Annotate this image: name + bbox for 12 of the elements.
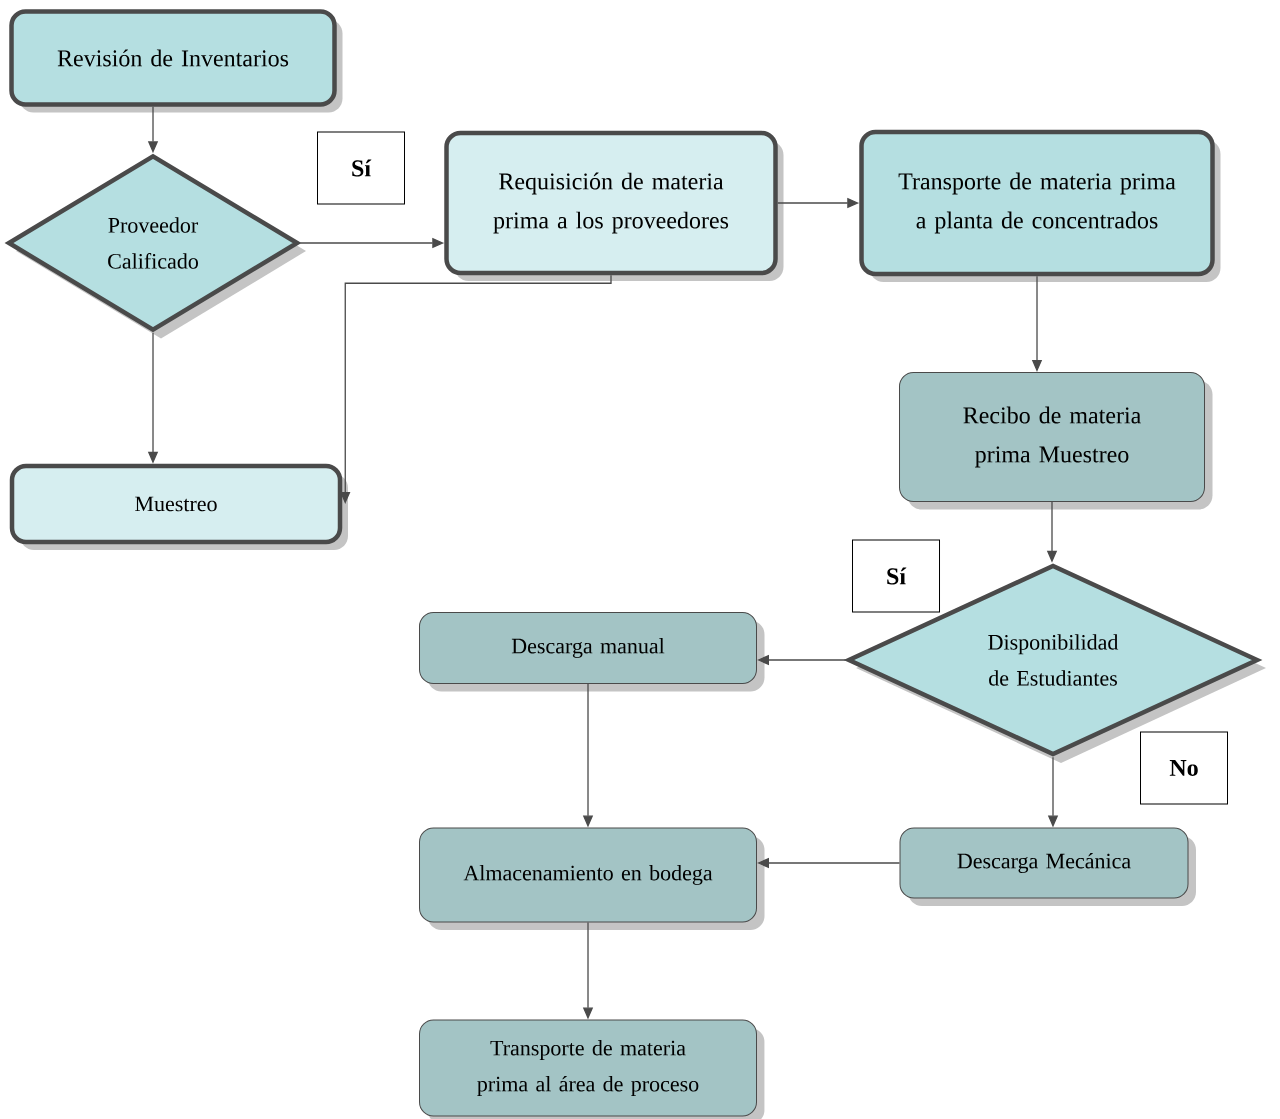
process-box: Descarga Mecánica	[899, 827, 1196, 906]
process-box: Almacenamiento en bodega	[419, 827, 765, 930]
process-box: Recibo de materia prima Muestreo	[899, 372, 1213, 510]
process-box: Transporte de materia prima al área de proceso	[419, 1019, 765, 1119]
process-box: Muestreo	[9, 463, 348, 550]
edge-label: Sí	[852, 539, 940, 613]
process-box: Requisición de materia prima a los proveedores	[444, 130, 784, 281]
process-box: Transporte de materia prima a planta de concentrados	[859, 129, 1221, 282]
process-box: Descarga manual	[419, 612, 765, 692]
edge-label: Sí	[317, 131, 405, 205]
edge-label: No	[1140, 731, 1228, 805]
process-box: Revisión de Inventarios	[9, 9, 343, 113]
